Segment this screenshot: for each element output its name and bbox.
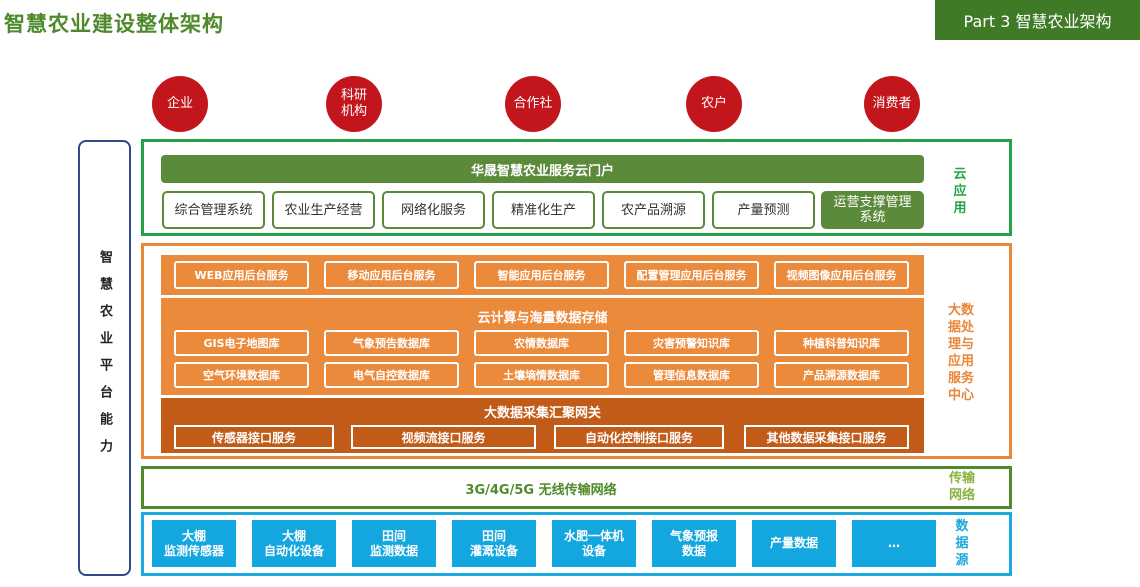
db-management-info: 管理信息数据库 bbox=[624, 362, 759, 388]
source-greenhouse-sensor: 大棚 监测传感器 bbox=[152, 520, 236, 567]
cloud-side-label: 云 应 用 bbox=[953, 167, 967, 216]
platform-capability-label: 智慧农业平台能力 bbox=[97, 250, 112, 466]
db-soil-moisture: 土壤墒情数据库 bbox=[474, 362, 609, 388]
user-circle-cooperative: 合作社 bbox=[505, 76, 561, 132]
service-config-backend: 配置管理应用后台服务 bbox=[624, 261, 759, 289]
app-comprehensive-management: 综合管理系统 bbox=[162, 191, 265, 229]
db-air-environment: 空气环境数据库 bbox=[174, 362, 309, 388]
app-agri-production: 农业生产经营 bbox=[272, 191, 375, 229]
transport-side-label: 传输 网络 bbox=[948, 471, 975, 503]
user-circle-research: 科研 机构 bbox=[326, 76, 382, 132]
db-planting-knowledge: 种植科普知识库 bbox=[774, 330, 909, 356]
app-network-service: 网络化服务 bbox=[382, 191, 485, 229]
db-product-trace: 产品溯源数据库 bbox=[774, 362, 909, 388]
source-field-monitoring: 田间 监测数据 bbox=[352, 520, 436, 567]
datasource-side-label: 数 据 源 bbox=[955, 519, 969, 568]
app-operation-support: 运营支撑管理 系统 bbox=[821, 191, 924, 229]
source-weather-forecast: 气象预报 数据 bbox=[652, 520, 736, 567]
datasource-layer bbox=[141, 512, 1012, 576]
user-circle-farmer: 农户 bbox=[686, 76, 742, 132]
page-title: 智慧农业建设整体架构 bbox=[4, 12, 224, 36]
interface-automation: 自动化控制接口服务 bbox=[554, 425, 724, 449]
transport-network-layer bbox=[141, 466, 1012, 509]
interface-other: 其他数据采集接口服务 bbox=[744, 425, 909, 449]
wireless-network-label: 3G/4G/5G 无线传输网络 bbox=[465, 483, 617, 498]
storage-title: 云计算与海量数据存储 bbox=[477, 311, 608, 326]
service-mobile-backend: 移动应用后台服务 bbox=[324, 261, 459, 289]
bigdata-center-layer bbox=[141, 243, 1012, 459]
interface-video-stream: 视频流接口服务 bbox=[351, 425, 536, 449]
service-intelligent-backend: 智能应用后台服务 bbox=[474, 261, 609, 289]
platform-capability-box: 智慧农业平台能力 bbox=[78, 140, 131, 576]
app-yield-forecast: 产量预测 bbox=[712, 191, 815, 229]
service-web-backend: WEB应用后台服务 bbox=[174, 261, 309, 289]
db-electric-control: 电气自控数据库 bbox=[324, 362, 459, 388]
part-banner: Part 3 智慧农业架构 bbox=[935, 0, 1140, 40]
app-precision-production: 精准化生产 bbox=[492, 191, 595, 229]
db-disaster-warning: 灾害预警知识库 bbox=[624, 330, 759, 356]
cloud-storage-band bbox=[161, 298, 924, 395]
interface-sensor: 传感器接口服务 bbox=[174, 425, 334, 449]
source-fertigation-device: 水肥一体机 设备 bbox=[552, 520, 636, 567]
user-circle-enterprise: 企业 bbox=[152, 76, 208, 132]
bigdata-side-label: 大数 据处 理与 应用 服务 中心 bbox=[947, 303, 974, 403]
app-product-traceability: 农产品溯源 bbox=[602, 191, 705, 229]
db-gis-map: GIS电子地图库 bbox=[174, 330, 309, 356]
db-farm-condition: 农情数据库 bbox=[474, 330, 609, 356]
source-more: … bbox=[852, 520, 936, 567]
cloud-application-layer bbox=[141, 139, 1012, 236]
db-weather-forecast: 气象预告数据库 bbox=[324, 330, 459, 356]
cloud-portal-bar: 华晟智慧农业服务云门户 bbox=[161, 155, 924, 183]
gateway-title: 大数据采集汇聚网关 bbox=[483, 406, 601, 421]
source-field-irrigation: 田间 灌溉设备 bbox=[452, 520, 536, 567]
source-greenhouse-automation: 大棚 自动化设备 bbox=[252, 520, 336, 567]
service-video-backend: 视频图像应用后台服务 bbox=[774, 261, 909, 289]
source-yield-data: 产量数据 bbox=[752, 520, 836, 567]
user-circle-consumer: 消费者 bbox=[864, 76, 920, 132]
